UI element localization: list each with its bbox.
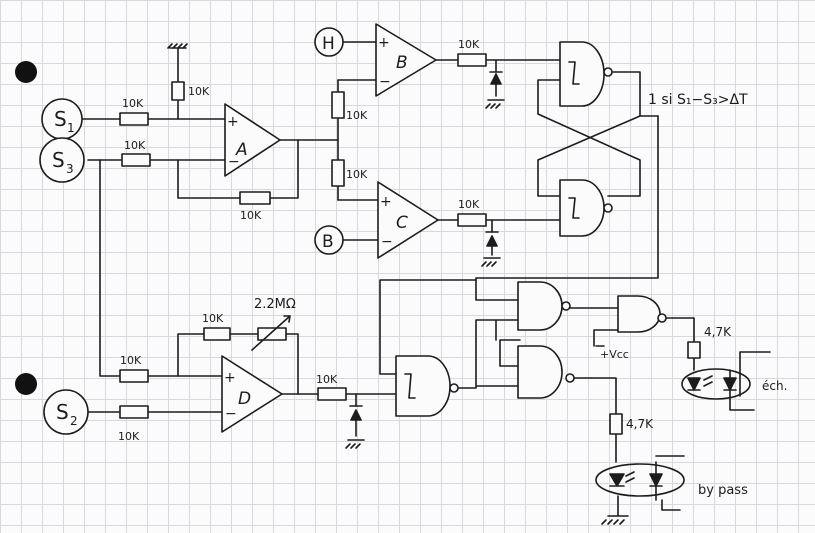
label-s3-sub: 3 [66,162,74,176]
resistor-pullup [171,81,185,101]
diodes [349,71,503,421]
label-opamp-c: C [396,213,408,233]
grounds [167,43,625,525]
sign-b-minus: − [379,74,391,90]
binder-hole-top [15,61,37,83]
sign-a-minus: − [228,154,240,170]
opamp-a [224,103,281,177]
opamp-b [375,23,437,97]
label-r-pullup: 10K [188,85,210,98]
label-r-led1: 4,7K [704,325,732,339]
resistor-led2 [609,413,623,435]
logic-gates [395,41,667,417]
nand-output-ech [617,295,661,333]
resistor-d-out [317,387,347,401]
label-r-div-bot: 10K [346,168,368,181]
sign-d-minus: − [225,406,237,422]
label-r-s3: 10K [124,139,146,152]
label-r-c-out: 10K [458,198,480,211]
opamp-d [221,355,283,433]
sign-c-plus: + [380,194,392,210]
sign-d-plus: + [224,370,236,386]
opamp-c [377,181,439,259]
resistor-c-out [457,213,487,227]
label-s2-sub: 2 [70,414,78,428]
label-opamp-d: D [238,389,251,409]
nand-upper [517,281,563,331]
schmitt-nand-lower [395,355,451,417]
resistor-d-in [119,369,149,383]
label-r-d-in: 10K [120,354,142,367]
resistor-d-feedback [203,327,231,341]
resistor-s2 [119,405,149,419]
input-h [314,27,344,57]
label-s3: S [52,148,65,172]
input-s2 [43,389,89,435]
schmitt-nand-top [559,41,605,107]
label-r-b-out: 10K [458,38,480,51]
label-opamp-a: A [235,140,248,160]
resistor-s3 [121,153,151,167]
input-b [314,225,344,255]
resistor-divider-bottom [331,159,345,187]
label-r-led2: 4,7K [626,417,654,431]
optocoupler-bypass [595,455,685,511]
resistor-b-out [457,53,487,67]
resistor-led1 [687,341,701,359]
potentiometer-arrow [251,315,291,351]
resistor-feedback-a [239,191,271,205]
label-r-d-out: 10K [316,373,338,386]
sign-a-plus: + [227,114,239,130]
binder-hole-bottom [15,373,37,395]
label-s1: S [54,107,67,131]
sign-c-minus: − [381,234,393,250]
label-opamp-b: B [396,53,408,73]
label-r-div-top: 10K [346,109,368,122]
optocoupler-ech [681,351,771,411]
label-r-s2: 10K [118,430,140,443]
wiring [79,41,695,517]
label-s2: S [56,400,69,424]
label-r-fb-a: 10K [240,209,262,222]
label-s1-sub: 1 [67,121,75,135]
schmitt-nand-bottom [559,179,605,237]
resistor-s1 [119,112,149,126]
label-pot: 2.2MΩ [254,297,296,312]
annotation-condition: 1 si S₁−S₃>ΔT [648,92,748,108]
resistors [119,53,701,435]
label-r-s1: 10K [122,97,144,110]
nand-lower [517,345,563,399]
input-s3 [39,137,85,183]
sign-b-plus: + [378,35,390,51]
resistor-divider-top [331,91,345,119]
annotation-vcc: +Vcc [600,348,629,361]
annotation-bypass: by pass [698,483,748,498]
annotation-ech: éch. [762,379,787,393]
label-h: H [322,34,335,54]
label-b: B [322,232,334,252]
label-r-d-fb: 10K [202,312,224,325]
potentiometer [257,327,287,341]
